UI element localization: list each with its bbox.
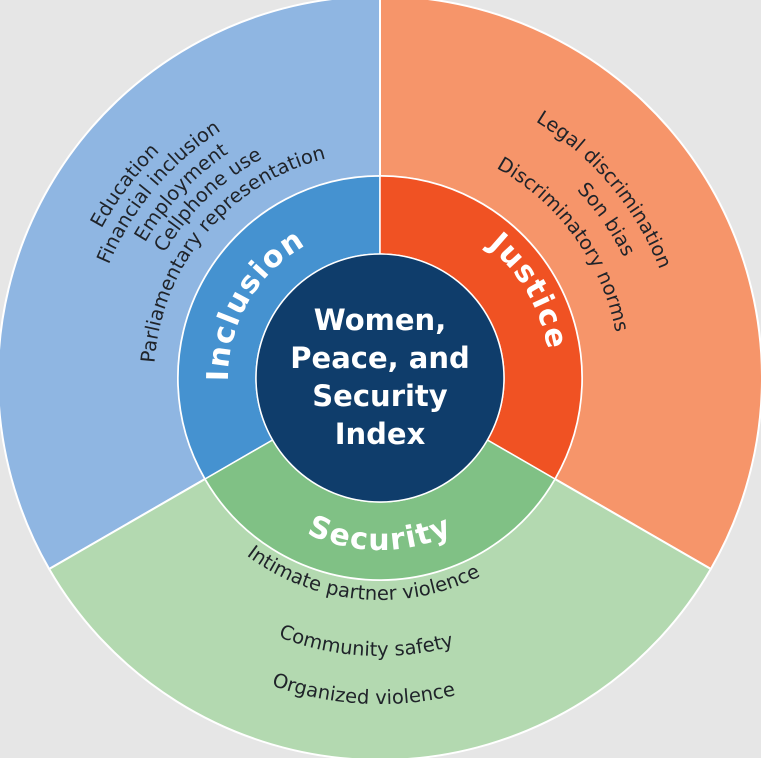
middle-ring: [177, 175, 583, 581]
center-title-line-2: Peace, and: [290, 341, 469, 375]
center-title-line-3: Security: [312, 379, 447, 413]
center-title-line-1: Women,: [314, 303, 446, 337]
center-title: Women, Peace, and Security Index: [290, 303, 469, 451]
center-title-line-4: Index: [335, 417, 426, 451]
center-hub: [255, 253, 505, 503]
